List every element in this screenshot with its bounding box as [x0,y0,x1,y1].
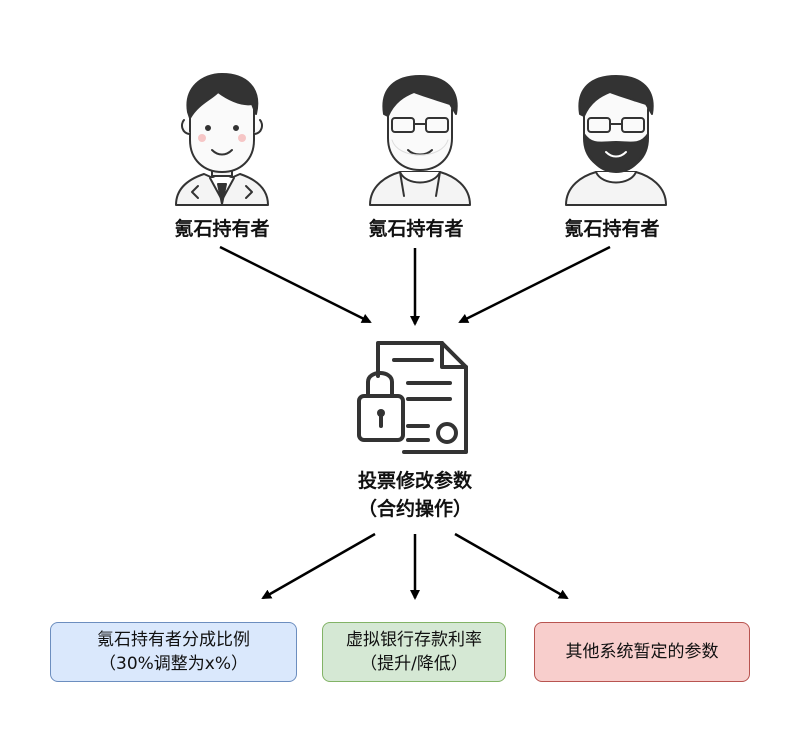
holder-label-1: 氪石持有者 [174,218,270,240]
arrow-holder1-to-center [219,245,372,324]
outcome-box-1: 氪石持有者分成比例 （30%调整为x%） [50,622,297,682]
center-subtitle: （合约操作） [357,498,472,520]
outcome-2-line2: （提升/降低） [360,654,468,674]
outcome-box-3: 其他系统暂定的参数 [534,622,750,682]
holder-label-3: 氪石持有者 [564,218,660,240]
businessman-icon [175,73,269,206]
outcome-3-line1: 其他系统暂定的参数 [565,642,719,662]
center-title: 投票修改参数 [357,470,472,492]
outcome-1-line2: （30%调整为x%） [99,654,248,674]
arrow-center-to-outcome1 [261,532,376,600]
bearded-man-icon [565,75,667,206]
glasses-man-icon [369,75,471,206]
arrow-holder3-to-center [458,245,611,324]
holder-label-2: 氪石持有者 [368,218,464,240]
outcome-1-line1: 氪石持有者分成比例 [97,630,250,650]
outcome-box-2: 虚拟银行存款利率 （提升/降低） [322,622,506,682]
arrow-center-to-outcome3 [454,532,569,600]
locked-contract-icon [357,341,468,454]
outcome-2-line1: 虚拟银行存款利率 [346,630,482,650]
